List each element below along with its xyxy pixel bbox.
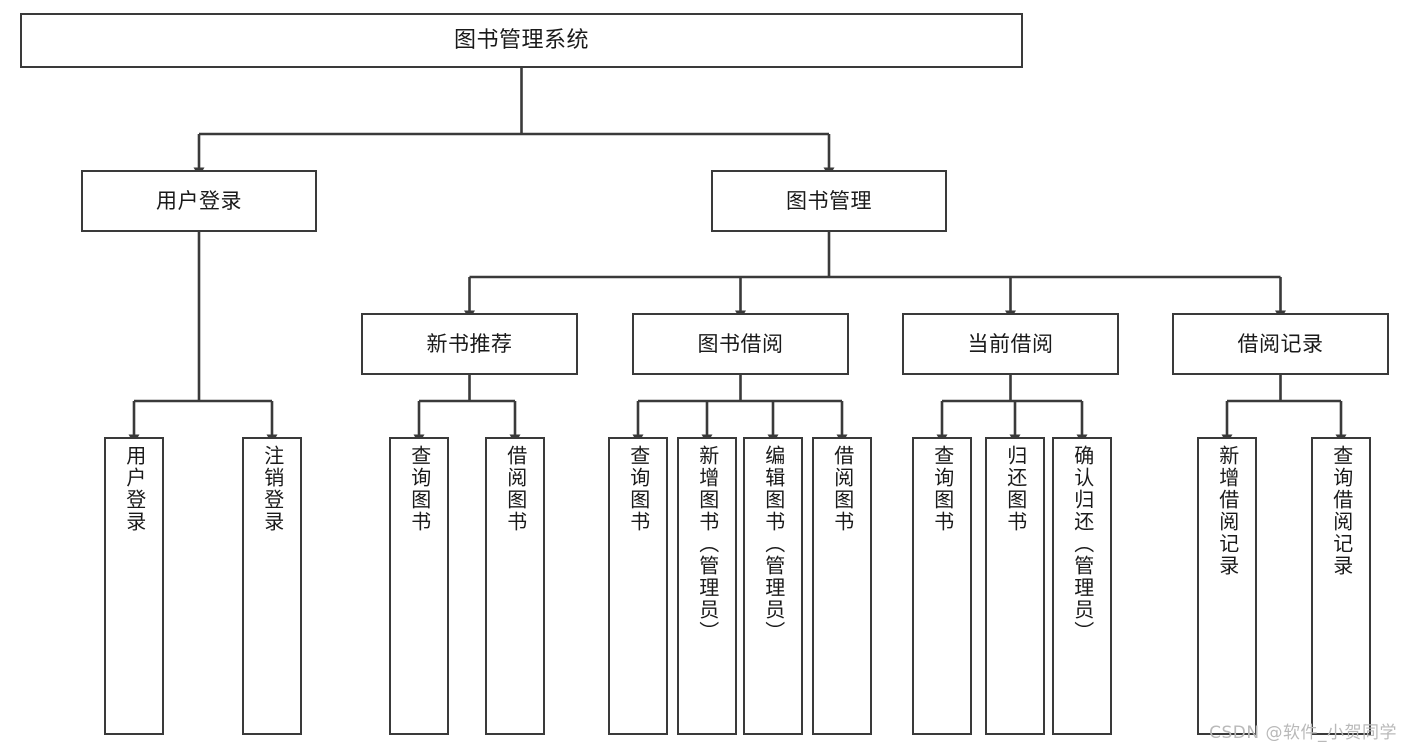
node-leaf-borrow-2[interactable]: 新增图书（管理员） (677, 437, 737, 735)
node-label: 归还图书 (1003, 445, 1028, 533)
node-label: 新增借阅记录 (1215, 445, 1240, 577)
node-leaf-newrec-2[interactable]: 借阅图书 (485, 437, 545, 735)
node-label: 新书推荐 (426, 331, 513, 356)
node-leaf-records-2[interactable]: 查询借阅记录 (1311, 437, 1371, 735)
node-label: 图书管理 (786, 188, 872, 213)
node-leaf-records-1[interactable]: 新增借阅记录 (1197, 437, 1257, 735)
node-leaf-borrow-3[interactable]: 编辑图书（管理员） (743, 437, 803, 735)
node-label: 图书借阅 (697, 331, 784, 356)
node-bookmgr[interactable]: 图书管理 (711, 170, 947, 232)
node-borrow[interactable]: 图书借阅 (632, 313, 849, 375)
node-label: 借阅记录 (1237, 331, 1324, 356)
node-label: 查询图书 (930, 445, 955, 533)
node-label: 当前借阅 (967, 331, 1054, 356)
node-label: 查询图书 (407, 445, 432, 533)
node-label: 用户登录 (122, 445, 147, 533)
connector-paths (128, 68, 1347, 444)
node-label: 确认归还（管理员） (1070, 445, 1095, 643)
node-leaf-login-1[interactable]: 用户登录 (104, 437, 164, 735)
node-leaf-borrow-4[interactable]: 借阅图书 (812, 437, 872, 735)
node-leaf-current-2[interactable]: 归还图书 (985, 437, 1045, 735)
node-login[interactable]: 用户登录 (81, 170, 317, 232)
node-records[interactable]: 借阅记录 (1172, 313, 1389, 375)
node-leaf-current-1[interactable]: 查询图书 (912, 437, 972, 735)
node-leaf-borrow-1[interactable]: 查询图书 (608, 437, 668, 735)
node-label: 新增图书（管理员） (695, 445, 720, 643)
node-root[interactable]: 图书管理系统 (20, 13, 1023, 68)
node-label: 图书管理系统 (453, 27, 589, 53)
node-label: 编辑图书（管理员） (761, 445, 786, 643)
node-newrec[interactable]: 新书推荐 (361, 313, 578, 375)
node-label: 用户登录 (156, 188, 242, 213)
node-current[interactable]: 当前借阅 (902, 313, 1119, 375)
node-label: 注销登录 (260, 445, 285, 533)
node-label: 查询图书 (626, 445, 651, 533)
node-leaf-current-3[interactable]: 确认归还（管理员） (1052, 437, 1112, 735)
node-label: 查询借阅记录 (1329, 445, 1354, 577)
node-label: 借阅图书 (830, 445, 855, 533)
node-label: 借阅图书 (503, 445, 528, 533)
watermark-text: CSDN @软件_小贺同学 (1209, 723, 1397, 743)
node-leaf-newrec-1[interactable]: 查询图书 (389, 437, 449, 735)
node-leaf-login-2[interactable]: 注销登录 (242, 437, 302, 735)
